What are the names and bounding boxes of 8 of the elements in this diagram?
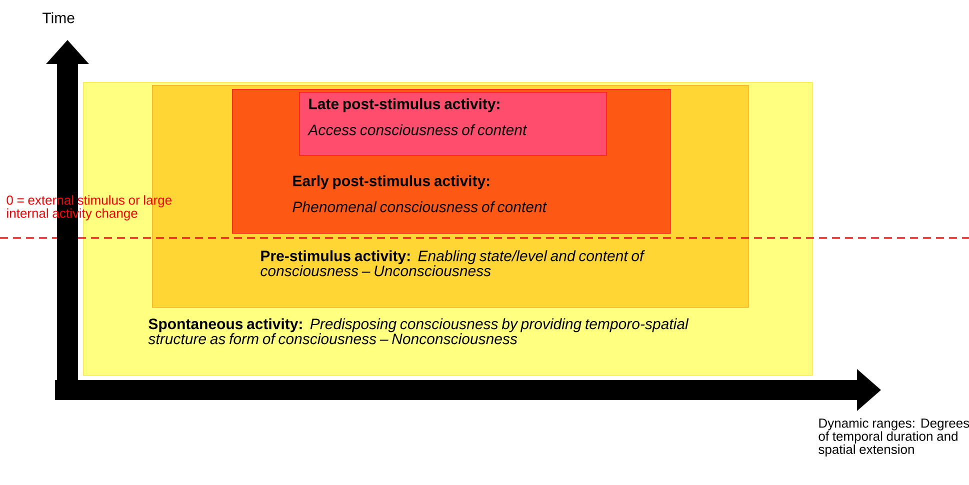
box-heading: Early post-stimulus activity: xyxy=(293,175,490,190)
box-text: Spontaneous activity: Predisposing consciousness by providing temporo-spatial structure as form of consciousness – Nonconsciousness xyxy=(148,318,689,344)
axis-label: Dynamic ranges: Degrees of temporal duration and spatial extension xyxy=(818,418,969,457)
box-text: Pre-stimulus activity: Enabling state/level and content of consciousness – Unconsciousness xyxy=(260,250,645,276)
box-text: Access consciousness of content xyxy=(307,124,528,136)
box-text: Phenomenal consciousness of content xyxy=(292,201,547,212)
axis-label: Time xyxy=(42,12,74,24)
box-heading: Late post-stimulus activity: xyxy=(309,98,500,112)
